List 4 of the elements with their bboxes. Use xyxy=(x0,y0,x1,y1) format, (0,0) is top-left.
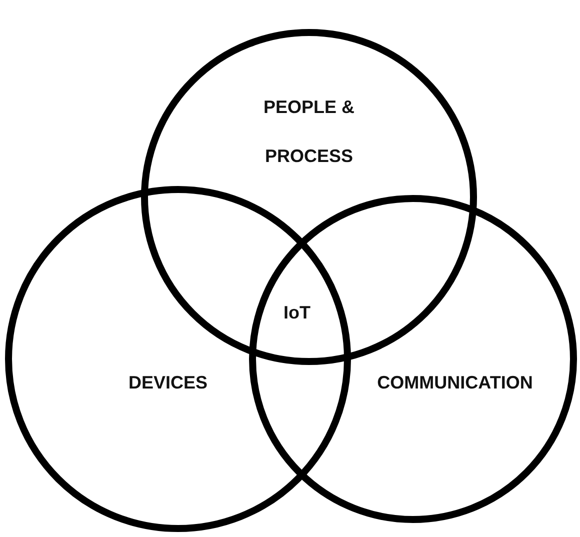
circle-label: DEVICES xyxy=(127,372,209,394)
intersection-label: IoT xyxy=(284,302,310,324)
circle-label: COMMUNICATION xyxy=(376,372,534,394)
circle-label: PEOPLE & PROCESS xyxy=(262,96,356,168)
